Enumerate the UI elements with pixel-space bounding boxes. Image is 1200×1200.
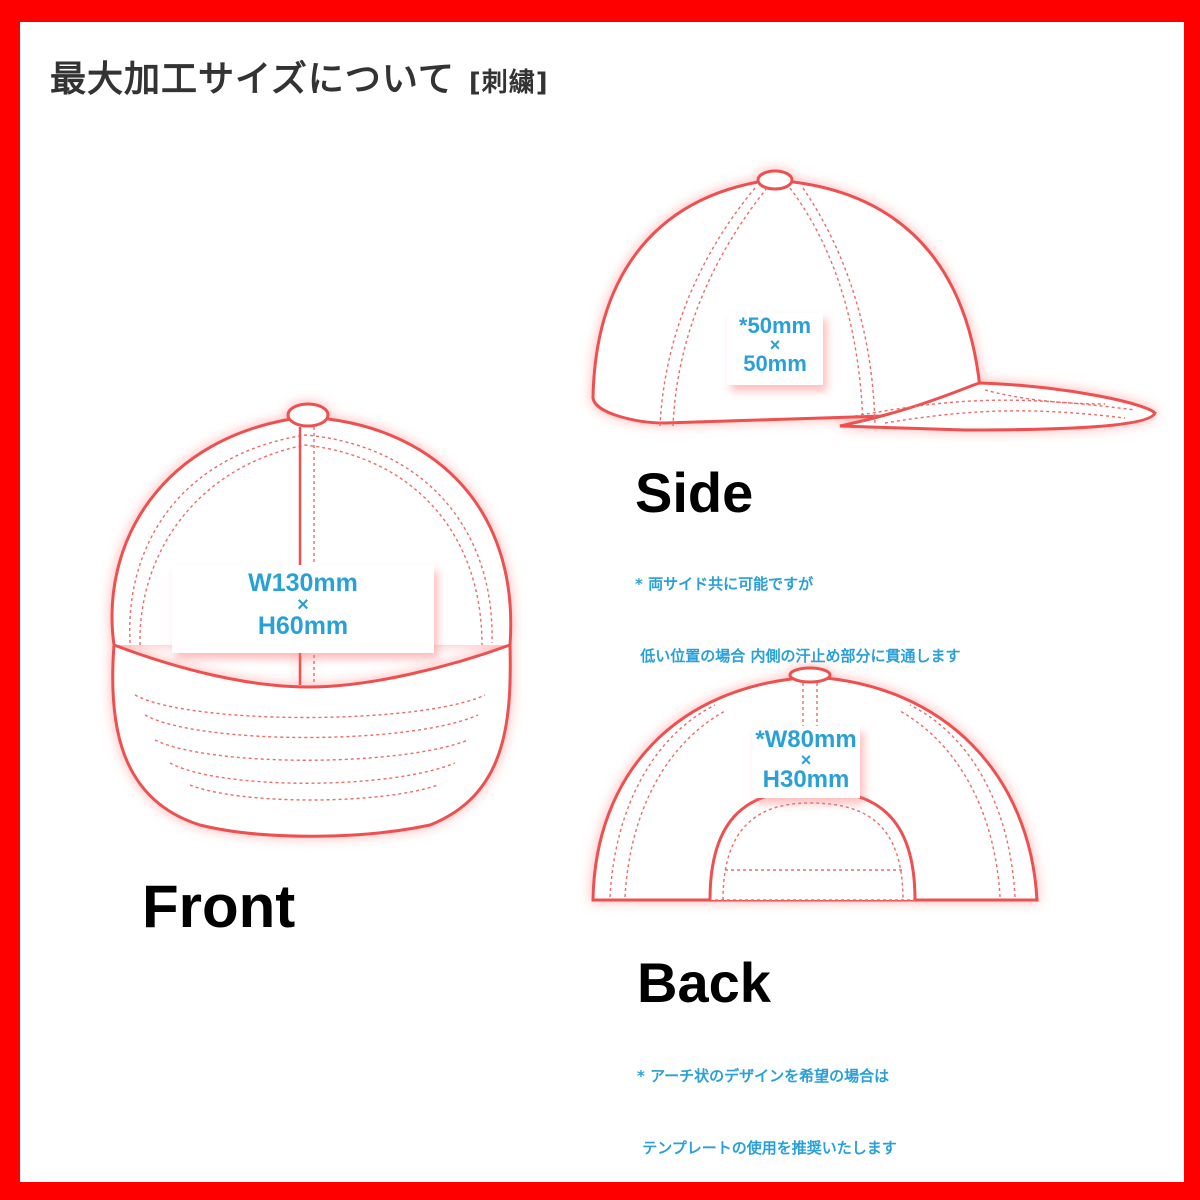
- front-size-times: ×: [297, 594, 309, 616]
- side-note-line1: * 両サイド共に可能ですが: [635, 575, 814, 593]
- back-note-line1: * アーチ状のデザインを希望の場合は: [637, 1067, 890, 1085]
- side-size-height: 50mm: [743, 351, 807, 376]
- front-size-label: W130mm × H60mm: [172, 565, 434, 653]
- back-size-times: ×: [800, 750, 812, 770]
- back-size-height: H30mm: [762, 766, 850, 793]
- back-size-label: *W80mm × H30mm: [752, 726, 860, 798]
- title-subtitle: [刺繍]: [468, 68, 549, 98]
- side-note-line2: 低い位置の場合 内側の汗止め部分に貫通します: [635, 647, 961, 665]
- side-size-times: ×: [769, 335, 781, 355]
- front-size-height: H60mm: [257, 612, 349, 640]
- back-note-line2: テンプレートの使用を推奨いたします: [637, 1139, 897, 1157]
- side-note: * 両サイド共に可能ですが 低い位置の場合 内側の汗止め部分に貫通します: [635, 524, 960, 692]
- front-view-name: Front: [142, 873, 296, 940]
- side-size-width: *50mm: [738, 313, 812, 338]
- back-note: * アーチ状のデザインを希望の場合は テンプレートの使用を推奨いたします: [637, 1016, 897, 1184]
- side-size-label: *50mm × 50mm: [727, 313, 823, 385]
- side-cap-illustration: [591, 169, 1157, 432]
- side-view-name: Side: [635, 461, 754, 524]
- title-text: 最大加工サイズについて: [50, 59, 455, 100]
- front-size-width: W130mm: [248, 569, 358, 597]
- back-size-width: *W80mm: [755, 726, 857, 753]
- back-view-name: Back: [637, 951, 771, 1014]
- page-title: 最大加工サイズについて [刺繍]: [50, 50, 549, 102]
